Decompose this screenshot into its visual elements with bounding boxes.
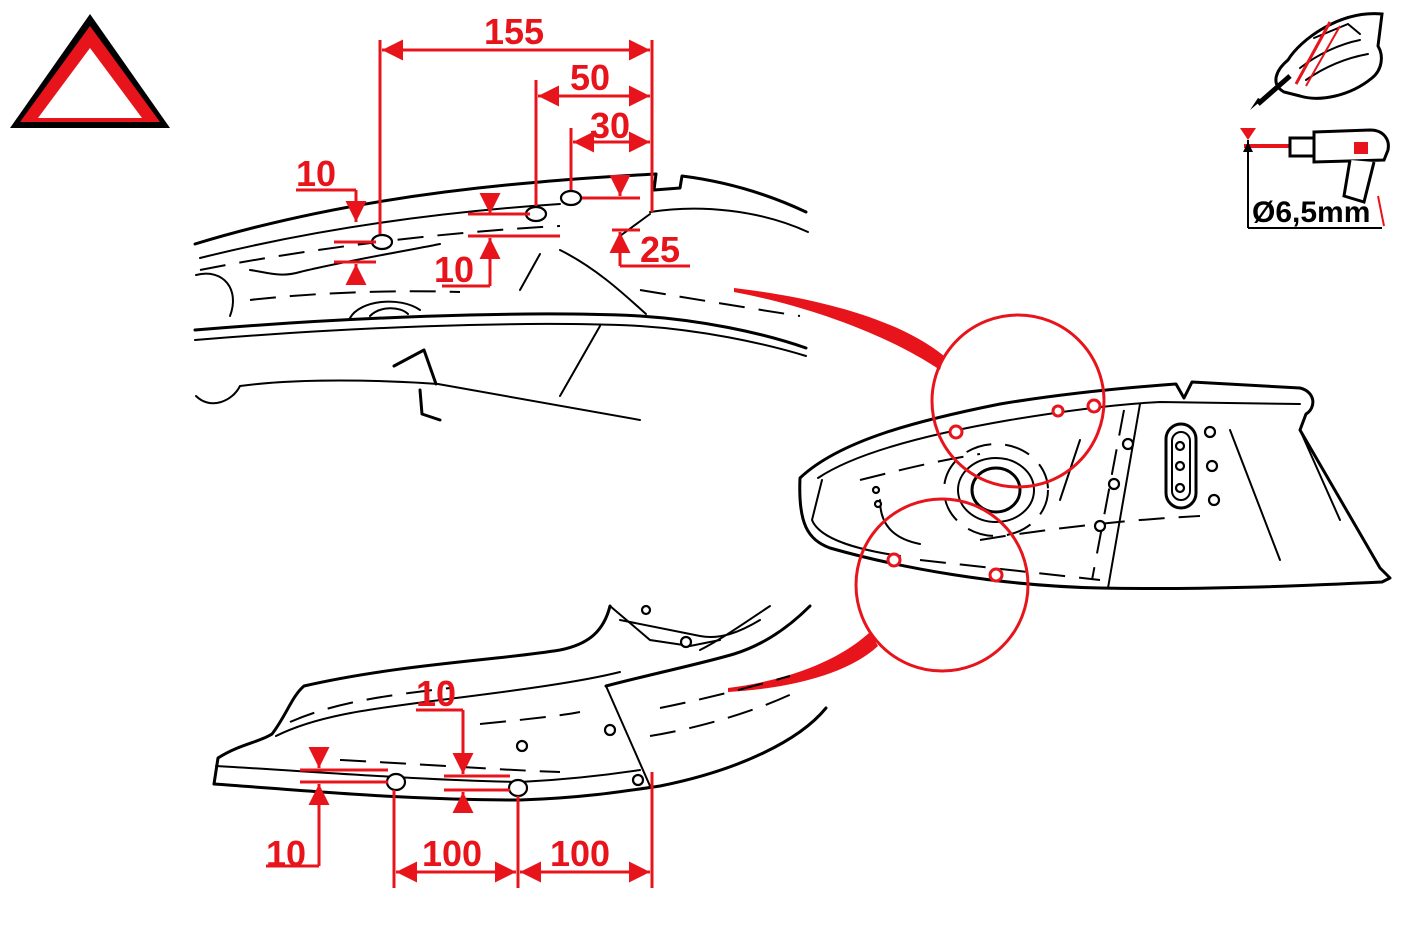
dim-10-bottom-left: 10: [266, 833, 306, 874]
dim-155: 155: [484, 11, 544, 52]
dim-50: 50: [570, 57, 610, 98]
dim-100-left: 100: [422, 833, 482, 874]
dim-10-bottom-mid: 10: [416, 673, 456, 714]
callout-markers: [728, 288, 1106, 692]
hand-marking-icon: [1250, 12, 1384, 110]
dim-10-top-mid: 10: [434, 249, 474, 290]
top-detail-view: [193, 172, 809, 422]
drill-diameter-label: Ø6,5mm: [1252, 196, 1370, 229]
drill-icon: [1240, 128, 1390, 229]
main-part-view: [798, 380, 1392, 591]
top-dimensions: [296, 39, 690, 288]
dim-10-top-left: 10: [296, 153, 336, 194]
dim-100-right: 100: [550, 833, 610, 874]
dim-25: 25: [640, 229, 680, 270]
bottom-dimensions: [266, 708, 654, 888]
warning-triangle-icon: [10, 14, 170, 128]
dim-30: 30: [590, 105, 630, 146]
